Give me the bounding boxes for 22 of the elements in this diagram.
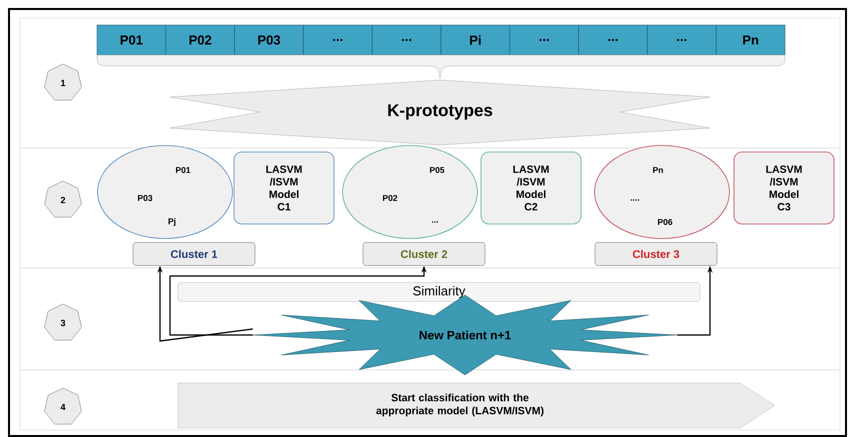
step-heptagon: 4 <box>44 388 82 424</box>
cluster-label: Cluster 1 <box>132 242 256 266</box>
model-box: LASVM /ISVM Model C2 <box>480 152 582 224</box>
cell: ... <box>647 24 716 56</box>
cluster-label: Cluster 2 <box>362 242 486 266</box>
cell: ... <box>510 24 579 56</box>
step-heptagon: 3 <box>44 304 82 340</box>
step-heptagon: 2 <box>44 180 82 218</box>
cell: ... <box>578 24 648 56</box>
step-heptagon: 1 <box>44 64 82 100</box>
cell: Pn <box>716 24 786 56</box>
cell: Pi <box>440 24 510 56</box>
model-box: LASVM /ISVM Model C1 <box>234 152 334 224</box>
cluster-label: Cluster 3 <box>594 242 718 266</box>
model-box: LASVM /ISVM Model C3 <box>734 152 834 224</box>
cell: P03 <box>234 24 304 56</box>
k-prototypes-drawing: K-prototypes <box>96 54 786 146</box>
cell: ... <box>303 24 372 56</box>
cell: P02 <box>166 24 235 56</box>
cell: P01 <box>96 24 166 56</box>
similarity-bar: Similarity <box>178 282 700 302</box>
cell: ... <box>372 24 442 56</box>
